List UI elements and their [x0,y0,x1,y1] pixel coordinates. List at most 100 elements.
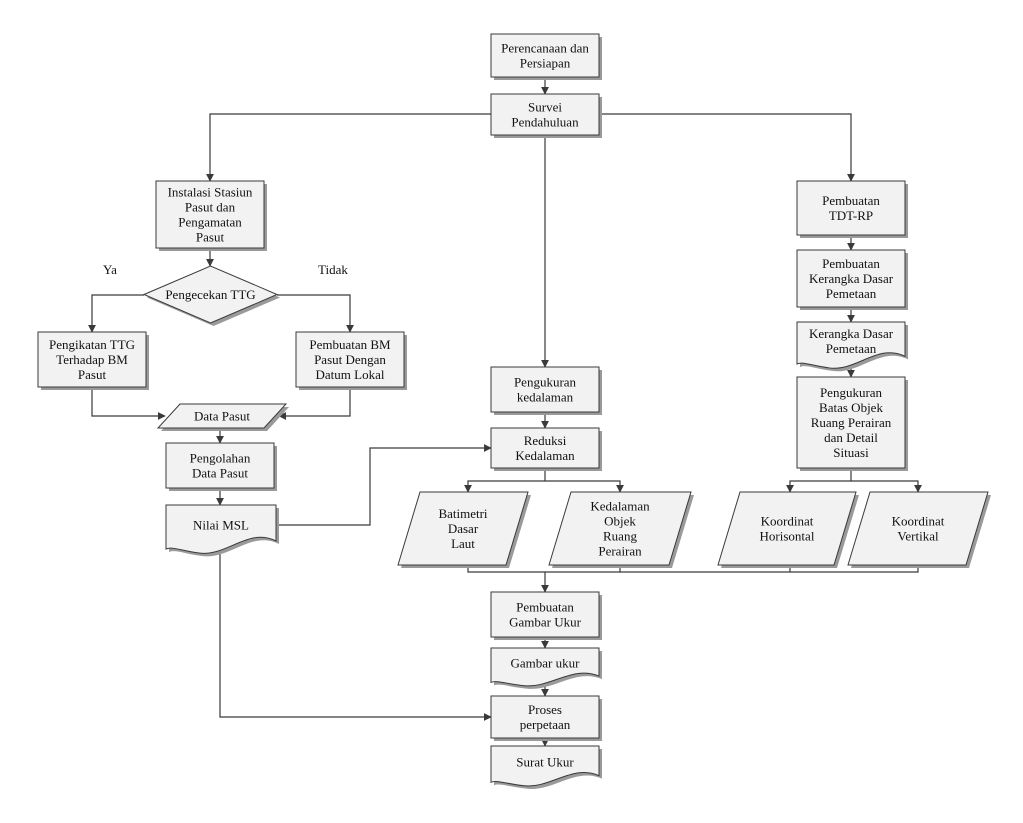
node-label-line: Objek [604,514,636,529]
arrow-pengecekan-tidak [277,294,354,333]
node-label-line: Pengukuran [820,385,883,400]
node-label-line: Pemetaan [826,341,877,356]
node-shape [490,427,600,469]
node-label-line: Batas Objek [819,400,883,415]
node-shape [397,491,529,566]
node-label-line: Gambar ukur [511,656,581,671]
node-shape [490,591,600,638]
node-label-line: Pemetaan [826,286,877,301]
arrow-pengikatan-to-data-pasut [91,387,166,420]
node-label-line: Pendahuluan [511,115,579,130]
node-label-line: TDT-RP [829,208,873,223]
node-label-line: Batimetri [438,506,487,521]
node-pengecekan: Pengecekan TTG [142,265,280,326]
node-shape [490,33,600,78]
node-label-line: Pengolahan [190,451,251,466]
node-label-line: Ruang [603,529,637,544]
node-shape [37,331,147,388]
node-surat-ukur: Surat Ukur [490,745,602,789]
node-label-line: Horisontal [760,529,815,544]
node-gambar-ukur-doc: Gambar ukur [490,647,602,689]
arrow-reduksi-to-batimetri [464,468,546,493]
arrow-batas-to-koordinat-v [851,480,922,493]
node-layer: Perencanaan danPersiapanSurveiPendahulua… [37,33,991,789]
arrow-survei-to-tdt [599,113,855,182]
node-label-line: Survei [528,100,562,115]
arrow-bm-to-data-pasut [278,387,351,420]
node-label-line: Pengikatan TTG [49,337,135,352]
node-label-line: perpetaan [520,717,571,732]
node-shape [796,376,906,469]
connector-layer [88,77,922,747]
node-data-pasut: Data Pasut [156,403,289,431]
merge-line-outputs [467,565,919,573]
node-label-line: Data Pasut [194,409,250,424]
node-label-line: Koordinat [892,514,945,529]
node-label-line: Pengamatan [178,215,242,230]
node-label-line: dan Detail [824,430,878,445]
node-shape [295,331,405,388]
node-label-line: Koordinat [761,514,814,529]
node-label-line: Datum Lokal [316,367,385,382]
node-label-line: Kedalaman [515,448,575,463]
node-label-line: Laut [451,536,475,551]
node-label-line: Kerangka Dasar [809,326,894,341]
node-shape [490,745,600,787]
node-label-line: Instalasi Stasiun [168,185,253,200]
node-nilai-msl: Nilai MSL [165,504,279,557]
node-label-line: Perairan [598,544,642,559]
node-label-line: Pasut Dengan [314,352,386,367]
arrow-pengecekan-ya [88,294,144,333]
arrow-batas-to-koordinat-h [786,468,852,493]
node-label-line: kedalaman [517,390,574,405]
node-label-line: Terhadap BM [56,352,128,367]
arrow-msl-to-proses [219,551,492,721]
node-shape [156,403,288,429]
node-label-line: Pembuatan [516,600,574,615]
node-label-line: Surat Ukur [516,755,574,770]
node-shape [796,180,906,236]
node-label-line: Persiapan [520,56,571,71]
node-label-line: Situasi [833,445,869,460]
node-shape [717,491,857,566]
node-label-line: Pembuatan [822,193,880,208]
arrow-msl-to-reduksi [276,444,492,526]
node-label-line: Pengecekan TTG [165,287,255,302]
node-label-line: Pembuatan BM [309,337,391,352]
node-label-line: Dasar [448,521,479,536]
node-shape [490,366,600,413]
node-shape [847,491,989,566]
node-label-line: Vertikal [897,529,939,544]
node-label-line: Ruang Perairan [811,415,892,430]
node-shape [165,504,277,554]
node-shape [490,93,600,136]
node-shape [796,321,906,369]
node-shape [165,442,275,489]
node-label-line: Pengukuran [514,375,577,390]
label-tidak: Tidak [318,262,348,277]
node-label-line: Pembuatan [822,256,880,271]
node-label-line: Nilai MSL [193,518,249,533]
node-shape [796,249,906,308]
node-shape [490,695,600,739]
node-label-line: Proses [528,702,562,717]
arrow-survei-to-instalasi [206,113,491,182]
node-label-line: Kerangka Dasar [809,271,894,286]
node-label-line: Pasut [78,367,107,382]
label-ya: Ya [103,262,117,277]
node-shape [155,180,265,249]
node-label-line: Reduksi [524,433,567,448]
